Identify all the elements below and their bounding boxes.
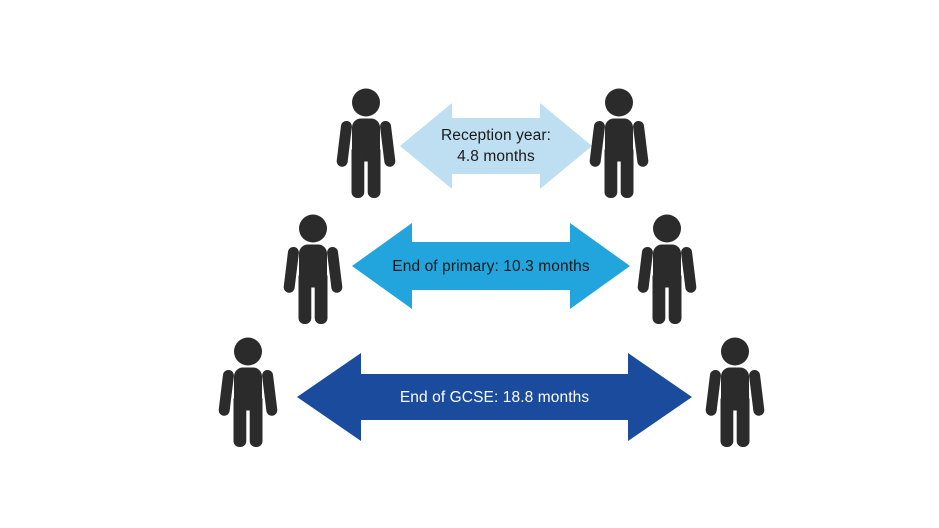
gap-label-line1: End of primary: 10.3 months — [392, 257, 590, 275]
gap-label-gcse: End of GCSE: 18.8 months — [297, 352, 692, 442]
double-arrow-shape — [352, 223, 630, 309]
person-icon — [701, 337, 769, 447]
gap-label-line2: 4.8 months — [457, 148, 535, 165]
double-arrow-icon — [352, 223, 630, 309]
person-icon — [585, 88, 653, 198]
person-icon — [279, 214, 347, 324]
gap-arrow-gcse: End of GCSE: 18.8 months — [297, 352, 692, 442]
double-arrow-shape — [400, 103, 592, 189]
double-arrow-icon — [297, 353, 692, 441]
double-arrow-shape — [297, 353, 692, 441]
gap-arrow-primary: End of primary: 10.3 months — [352, 222, 630, 310]
double-arrow-icon — [400, 103, 592, 189]
person-icon — [214, 337, 282, 447]
gap-label-line1: Reception year: — [440, 127, 552, 144]
gap-label-line1: End of GCSE: 18.8 months — [399, 388, 590, 406]
gap-label-reception: Reception year: 4.8 months — [400, 102, 592, 190]
gap-label-primary: End of primary: 10.3 months — [352, 222, 630, 310]
person-icon — [633, 214, 701, 324]
gap-arrow-reception: Reception year: 4.8 months — [400, 102, 592, 190]
person-icon — [332, 88, 400, 198]
